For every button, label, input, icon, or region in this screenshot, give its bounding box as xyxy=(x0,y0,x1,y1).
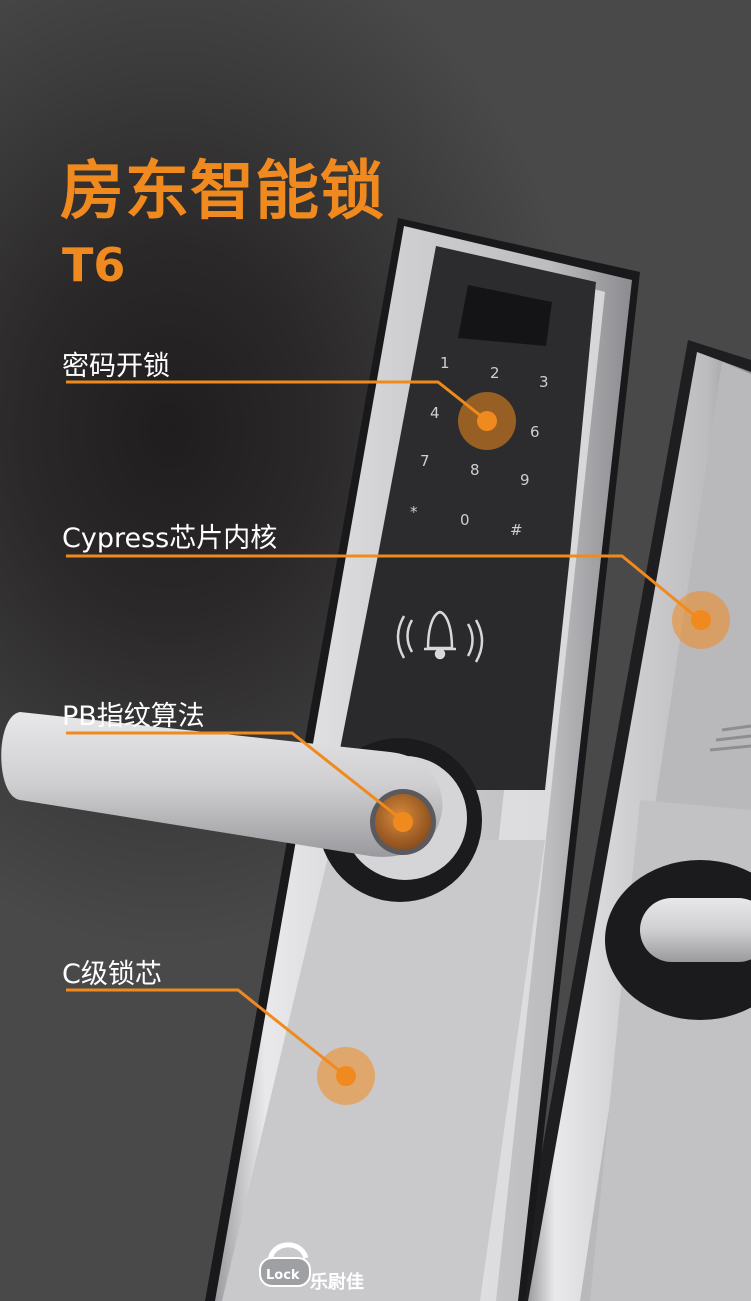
brand-name: 乐尉佳 xyxy=(310,1272,364,1293)
callout-markers xyxy=(317,392,730,1105)
doorbell-icon[interactable] xyxy=(396,610,484,663)
main-handle[interactable] xyxy=(1,712,482,902)
key-3[interactable]: 3 xyxy=(539,373,549,391)
key-2[interactable]: 2 xyxy=(490,364,500,382)
feature-cypress-chip: Cypress芯片内核 xyxy=(62,523,278,554)
key-9[interactable]: 9 xyxy=(520,471,530,489)
model-name: T6 xyxy=(62,238,126,292)
svg-text:Lock: Lock xyxy=(266,1268,300,1283)
feature-password-unlock: 密码开锁 xyxy=(62,351,170,382)
key-8[interactable]: 8 xyxy=(470,461,480,479)
key-7[interactable]: 7 xyxy=(420,452,430,470)
key-1[interactable]: 1 xyxy=(440,354,450,372)
key-4[interactable]: 4 xyxy=(430,404,440,422)
key-star[interactable]: * xyxy=(410,503,418,521)
key-6[interactable]: 6 xyxy=(530,423,540,441)
feature-pb-fingerprint: PB指纹算法 xyxy=(62,701,205,732)
page-title: 房东智能锁 xyxy=(60,155,385,229)
key-0[interactable]: 0 xyxy=(460,511,470,529)
lock-logo-icon: Lock xyxy=(259,1242,311,1287)
feature-c-level-cylinder: C级锁芯 xyxy=(62,959,162,990)
key-hash[interactable]: # xyxy=(510,521,523,539)
